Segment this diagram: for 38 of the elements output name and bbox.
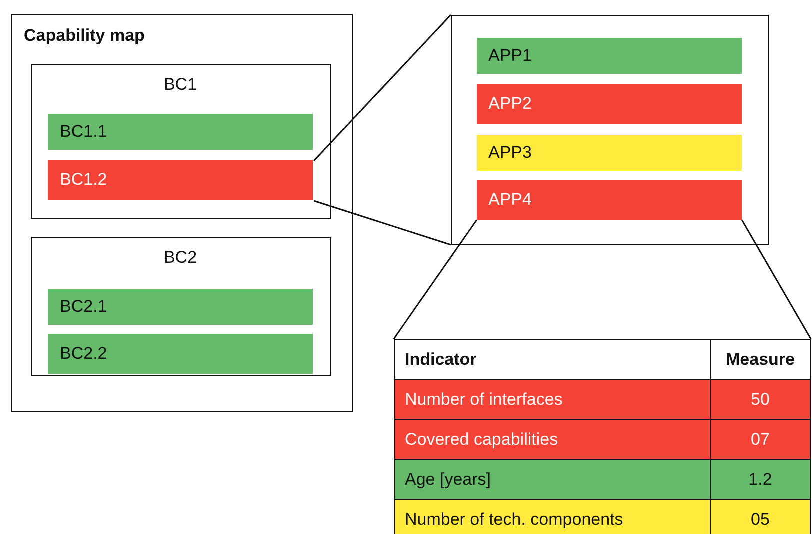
bar-label: APP2 [488,94,532,114]
capability-bar [48,160,313,200]
zoom-connector-line [393,220,478,340]
table-cell: Number of tech. components [394,500,710,534]
application-bar [476,180,742,220]
table-cell: 05 [710,500,810,534]
bar-label: APP3 [488,142,532,162]
column-header: Measure [710,340,810,380]
table-cell: Covered capabilities [394,420,710,460]
group-title: BC2 [162,248,198,268]
panel-title: Capability map [24,26,145,46]
application-bar [476,38,742,74]
table-cell: 1.2 [710,460,810,500]
application-bar [476,84,742,124]
table-cell: 07 [710,420,810,460]
zoom-connector-line [314,200,452,246]
capability-map-panel [11,14,353,412]
capability-bar [48,289,313,325]
capability-bar [48,114,313,150]
capability-group-box [30,64,330,218]
bar-label: APP1 [488,46,532,66]
application-panel [451,15,769,245]
table-cell: Number of interfaces [394,380,710,420]
group-title: BC1 [162,74,198,94]
bar-label: BC2.2 [60,344,108,364]
zoom-connector-line [741,220,812,340]
capability-bar [48,334,313,374]
column-header: Indicator [394,340,710,380]
bar-label: BC2.1 [60,297,108,317]
application-bar [476,134,742,170]
zoom-connector-line [313,14,452,162]
table-cell: Age [years] [394,460,710,500]
indicator-table [394,339,811,534]
table-cell: 50 [710,380,810,420]
bar-label: BC1.1 [60,122,108,142]
bar-label: BC1.2 [60,170,108,190]
capability-group-box [30,236,330,376]
bar-label: APP4 [488,190,532,210]
